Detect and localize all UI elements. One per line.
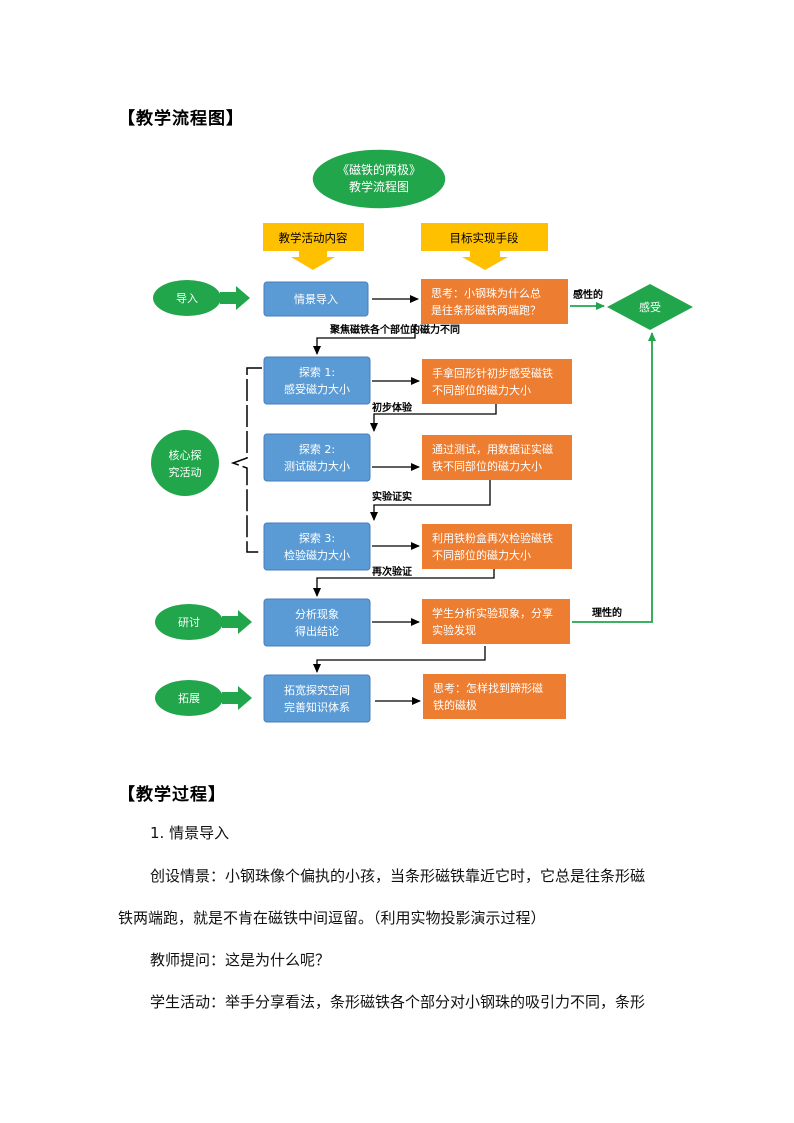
stage-intro: 导入: [153, 280, 250, 316]
means-box-5: 学生分析实验现象，分享 实验发现: [422, 599, 570, 644]
label-initial: 初步体验: [372, 401, 413, 414]
feeling-arrows: [570, 302, 656, 623]
means-1-line-2: 是往条形磁铁两端跑？: [431, 303, 541, 317]
title-line-2: 教学流程图: [349, 179, 409, 194]
activity-explore-1-line-1: 探索 1:: [299, 365, 335, 379]
stage-discuss: 研讨: [155, 604, 252, 640]
stage-discuss-label: 研讨: [178, 616, 200, 629]
stage-core: 核心探 究活动: [151, 430, 219, 496]
activity-extend: 拓宽探究空间 完善知识体系: [263, 674, 371, 723]
paragraph-1: 1. 情景导入: [150, 824, 230, 842]
means-6-line-2: 铁的磁极: [433, 698, 477, 712]
teaching-flowchart: 《磁铁的两极》 教学流程图 教学活动内容 目标实现手段 导入 核心探 究活动: [151, 148, 693, 723]
activity-explore-2: 探索 2: 测试磁力大小: [263, 433, 371, 482]
flowchart-heading: 【教学流程图】: [118, 109, 244, 129]
label-focus: 聚焦磁铁各个部位的磁力不同: [329, 323, 460, 336]
means-2-line-2: 不同部位的磁力大小: [432, 383, 531, 397]
title-line-1: 《磁铁的两极》: [337, 162, 421, 177]
process-heading: 【教学过程】: [118, 785, 226, 805]
activity-explore-1-line-2: 感受磁力大小: [284, 382, 350, 396]
header-means: 目标实现手段: [421, 223, 548, 270]
stage-extend-label: 拓展: [178, 691, 200, 705]
activity-intro-label: 情景导入: [294, 293, 338, 306]
activity-intro: 情景导入: [263, 281, 369, 317]
label-perceptual: 感性的: [573, 288, 603, 301]
activity-explore-3: 探索 3: 检验磁力大小: [263, 522, 371, 571]
activity-extend-line-1: 拓宽探究空间: [284, 683, 350, 697]
means-box-6: 思考：怎样找到蹄形磁 铁的磁极: [423, 674, 566, 719]
means-box-4: 利用铁粉盒再次检验磁铁 不同部位的磁力大小: [422, 524, 572, 569]
label-rational: 理性的: [592, 606, 622, 619]
flowchart-title: 《磁铁的两极》 教学流程图: [311, 148, 447, 210]
header-content-label: 教学活动内容: [279, 231, 348, 245]
label-verify: 实验证实: [372, 490, 412, 503]
means-3-line-1: 通过测试，用数据证实磁: [432, 442, 553, 456]
paragraph-4: 教师提问：这是为什么呢？: [150, 951, 331, 969]
means-6-line-1: 思考：怎样找到蹄形磁: [433, 681, 543, 695]
feeling-diamond: 感受: [607, 284, 693, 330]
means-box-2: 手拿回形针初步感受磁铁 不同部位的磁力大小: [422, 359, 572, 404]
core-bracket: [230, 367, 262, 553]
means-1-line-1: 思考：小钢珠为什么总: [431, 286, 541, 300]
feeling-label: 感受: [639, 301, 661, 314]
means-3-line-2: 铁不同部位的磁力大小: [432, 459, 542, 473]
stage-core-line-2: 究活动: [169, 465, 202, 479]
activity-explore-2-line-1: 探索 2:: [299, 442, 335, 456]
activity-explore-3-line-2: 检验磁力大小: [284, 548, 350, 562]
activity-extend-line-2: 完善知识体系: [284, 700, 350, 714]
activity-analyze: 分析现象 得出结论: [263, 598, 371, 647]
means-5-line-2: 实验发现: [432, 623, 476, 637]
paragraph-2: 创设情景：小钢珠像个偏执的小孩，当条形磁铁靠近它时，它总是往条形磁: [150, 867, 646, 885]
stage-core-line-1: 核心探: [169, 448, 202, 462]
means-4-line-1: 利用铁粉盒再次检验磁铁: [432, 531, 553, 545]
activity-analyze-line-2: 得出结论: [295, 624, 339, 638]
means-4-line-2: 不同部位的磁力大小: [432, 548, 531, 562]
stage-intro-label: 导入: [176, 292, 198, 305]
paragraph-5: 学生活动：举手分享看法，条形磁铁各个部分对小钢珠的吸引力不同，条形: [150, 993, 646, 1011]
means-5-line-1: 学生分析实验现象，分享: [432, 606, 553, 620]
activity-means-arrows: [372, 295, 421, 705]
flow-connectors: [313, 324, 497, 673]
paragraph-3: 铁两端跑，就是不肯在磁铁中间逗留。（利用实物投影演示过程）: [118, 909, 546, 927]
activity-analyze-line-1: 分析现象: [295, 607, 339, 621]
activity-explore-1: 探索 1: 感受磁力大小: [263, 356, 371, 405]
activity-explore-2-line-2: 测试磁力大小: [284, 459, 350, 473]
means-box-1: 思考：小钢珠为什么总 是往条形磁铁两端跑？: [421, 279, 568, 324]
label-again: 再次验证: [372, 565, 412, 578]
stage-extend: 拓展: [155, 680, 252, 716]
activity-explore-3-line-1: 探索 3:: [299, 531, 335, 545]
header-content: 教学活动内容: [263, 223, 364, 270]
means-2-line-1: 手拿回形针初步感受磁铁: [432, 366, 553, 380]
means-box-3: 通过测试，用数据证实磁 铁不同部位的磁力大小: [422, 435, 572, 480]
header-means-label: 目标实现手段: [450, 231, 519, 245]
